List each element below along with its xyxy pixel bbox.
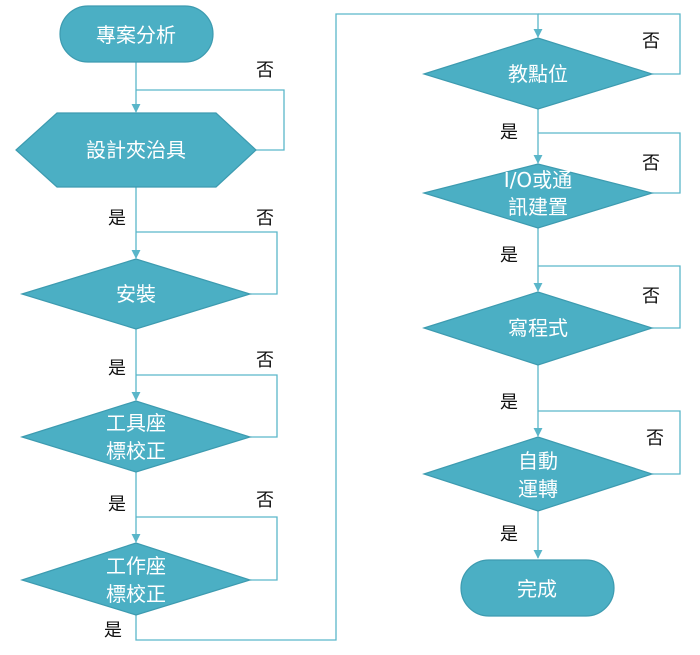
node-program: 寫程式 bbox=[422, 291, 654, 366]
decision-shape bbox=[422, 436, 654, 512]
decision-shape bbox=[421, 163, 655, 229]
loop-io bbox=[538, 132, 681, 194]
node-start: 專案分析 bbox=[59, 5, 214, 63]
label-no-teach: 否 bbox=[642, 31, 660, 52]
node-tool-calib: 工具座 標校正 bbox=[19, 400, 253, 473]
loop-install bbox=[136, 231, 278, 295]
terminator-shape bbox=[59, 5, 214, 63]
node-install: 安裝 bbox=[19, 258, 253, 330]
decision-shape bbox=[20, 542, 252, 616]
node-fixture: 設計夾治具 bbox=[15, 112, 257, 188]
node-fixture-label: 設計夾治具 bbox=[86, 138, 186, 162]
label-no-autorun: 否 bbox=[646, 428, 664, 449]
label-yes-program: 是 bbox=[500, 392, 518, 413]
node-tool-calib-label-1: 工具座 bbox=[106, 411, 166, 435]
label-yes-toolcalib: 是 bbox=[108, 494, 126, 515]
node-auto-run-label-1: 自動 bbox=[518, 449, 558, 473]
label-yes-teach: 是 bbox=[500, 122, 518, 143]
node-end: 完成 bbox=[460, 559, 615, 617]
connectors-left bbox=[131, 13, 543, 641]
label-no-io: 否 bbox=[642, 153, 660, 174]
label-no-install: 否 bbox=[256, 208, 274, 229]
label-yes-io: 是 bbox=[500, 245, 518, 266]
branch-labels: 否 否 否 否 是 是 是 是 否 否 否 否 是 是 是 是 bbox=[104, 31, 664, 641]
decision-shape bbox=[422, 291, 654, 366]
loop-fixture bbox=[136, 89, 285, 151]
label-no-program: 否 bbox=[642, 286, 660, 307]
connectors-right bbox=[533, 13, 681, 559]
node-tool-calib-label-2: 標校正 bbox=[106, 439, 166, 463]
terminator-shape bbox=[460, 559, 615, 617]
node-auto-run-label-2: 運轉 bbox=[518, 477, 558, 501]
label-no-fixture: 否 bbox=[256, 60, 274, 81]
node-program-label: 寫程式 bbox=[508, 316, 568, 340]
label-yes-autorun: 是 bbox=[500, 524, 518, 545]
node-io-comm-label-1: I/O或通 bbox=[504, 168, 572, 192]
decision-shape bbox=[19, 258, 253, 330]
loop-autorun bbox=[538, 410, 681, 475]
node-start-label: 專案分析 bbox=[96, 23, 176, 47]
connector-workcalib-teach bbox=[135, 13, 543, 641]
node-io-comm: I/O或通 訊建置 bbox=[421, 163, 655, 229]
loop-program bbox=[538, 265, 681, 329]
node-io-comm-label-2: 訊建置 bbox=[508, 195, 568, 219]
label-no-toolcalib: 否 bbox=[256, 350, 274, 371]
decision-shape bbox=[19, 400, 253, 473]
node-end-label: 完成 bbox=[517, 577, 557, 601]
preparation-shape bbox=[15, 112, 257, 188]
label-no-workcalib: 否 bbox=[256, 490, 274, 511]
node-auto-run: 自動 運轉 bbox=[422, 436, 654, 512]
label-yes-install: 是 bbox=[108, 358, 126, 379]
label-yes-workcalib: 是 bbox=[104, 620, 122, 641]
node-work-calib: 工作座 標校正 bbox=[20, 542, 252, 616]
node-install-label: 安裝 bbox=[116, 282, 156, 306]
loop-teach bbox=[538, 13, 681, 75]
decision-shape bbox=[421, 37, 655, 110]
label-yes-fixture: 是 bbox=[108, 208, 126, 229]
loop-workcalib bbox=[136, 516, 278, 581]
node-work-calib-label-1: 工作座 bbox=[106, 554, 166, 578]
node-teach: 教點位 bbox=[421, 37, 655, 110]
node-work-calib-label-2: 標校正 bbox=[106, 582, 166, 606]
node-teach-label: 教點位 bbox=[508, 62, 568, 86]
loop-toolcalib bbox=[136, 374, 278, 438]
